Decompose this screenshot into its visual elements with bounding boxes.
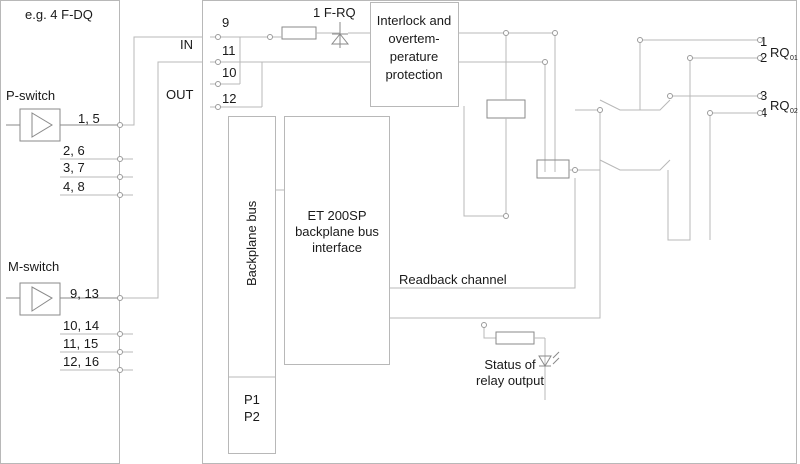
terminal-point	[267, 34, 273, 40]
terminal-point	[687, 55, 693, 61]
terminal-point	[117, 295, 123, 301]
terminal-point	[117, 156, 123, 162]
terminal-point	[117, 192, 123, 198]
terminal-point	[215, 59, 221, 65]
terminal-number-12: 12	[222, 91, 236, 106]
terminal-point	[757, 55, 763, 61]
p-switch-label: P-switch	[6, 88, 55, 103]
terminal-number-11: 11	[222, 43, 236, 58]
terminal-point	[503, 213, 509, 219]
terminal-point	[757, 110, 763, 116]
m-terminal-label-2: 10, 14	[63, 318, 99, 333]
power-label-p1: P1	[244, 392, 260, 407]
terminal-point	[481, 322, 487, 328]
f-dq-module-box	[0, 0, 120, 464]
backplane-interface-box	[284, 116, 390, 365]
backplane-bus-box	[228, 116, 276, 454]
terminal-dots	[117, 30, 763, 373]
terminal-point	[667, 93, 673, 99]
terminal-point	[757, 93, 763, 99]
relay-label: 1 F-RQ	[313, 5, 356, 20]
terminal-point	[117, 349, 123, 355]
terminal-point	[117, 174, 123, 180]
p-terminal-label-3: 3, 7	[63, 160, 85, 175]
p-switch-symbol	[6, 108, 120, 142]
p-terminal-label-1: 1, 5	[78, 111, 100, 126]
m-terminal-label-4: 12, 16	[63, 354, 99, 369]
m-switch-label: M-switch	[8, 259, 59, 274]
interlock-line-4: protection	[385, 67, 442, 82]
interlock-line-3: perature	[390, 49, 438, 64]
connection-wires	[120, 36, 218, 299]
terminal-point	[215, 81, 221, 87]
terminal-point	[597, 107, 603, 113]
interlock-line-1: Interlock and	[377, 13, 451, 28]
p-terminal-label-4: 4, 8	[63, 179, 85, 194]
output-terminal-1: 1	[760, 34, 767, 49]
terminal-point	[542, 59, 548, 65]
m-terminal-label-1: 9, 13	[70, 286, 99, 301]
terminal-point	[572, 167, 578, 173]
diode-icon	[330, 22, 350, 48]
backplane-bus-label: Backplane bus	[244, 200, 259, 286]
terminal-point	[503, 30, 509, 36]
output-rq01-sub: 01	[790, 55, 798, 62]
terminal-point	[117, 122, 123, 128]
interlock-line-2: overtem-	[388, 31, 439, 46]
output-rq01-label: RQ	[770, 45, 790, 60]
terminal-point	[552, 30, 558, 36]
terminal-point	[215, 104, 221, 110]
output-terminal-2: 2	[760, 50, 767, 65]
readback-channel-label: Readback channel	[399, 272, 507, 287]
output-rq02-label: RQ	[770, 98, 790, 113]
terminal-point	[117, 367, 123, 373]
status-line-2: relay output	[476, 373, 544, 388]
interface-line-2: backplane bus	[295, 224, 379, 239]
terminal-point	[707, 110, 713, 116]
interlock-box	[370, 2, 459, 107]
terminal-number-10: 10	[222, 65, 236, 80]
power-label-p2: P2	[244, 409, 260, 424]
f-dq-module-title: e.g. 4 F-DQ	[25, 7, 93, 22]
relay-contacts	[390, 39, 760, 319]
m-terminal-label-3: 11, 15	[63, 336, 98, 351]
output-terminal-4: 4	[760, 105, 767, 120]
terminal-number-9: 9	[222, 15, 229, 30]
output-terminal-3: 3	[760, 88, 767, 103]
status-led-symbol	[483, 325, 560, 400]
interface-line-3: interface	[312, 240, 362, 255]
in-label: IN	[180, 37, 193, 52]
p-terminal-label-2: 2, 6	[63, 143, 85, 158]
terminal-point	[117, 331, 123, 337]
interface-line-1: ET 200SP	[307, 208, 366, 223]
output-rq02-sub: 02	[790, 108, 798, 115]
out-label: OUT	[166, 87, 194, 102]
status-line-1: Status of	[484, 357, 536, 372]
terminal-point	[637, 37, 643, 43]
m-switch-symbol	[6, 282, 120, 316]
terminal-point	[757, 37, 763, 43]
terminal-point	[215, 34, 221, 40]
